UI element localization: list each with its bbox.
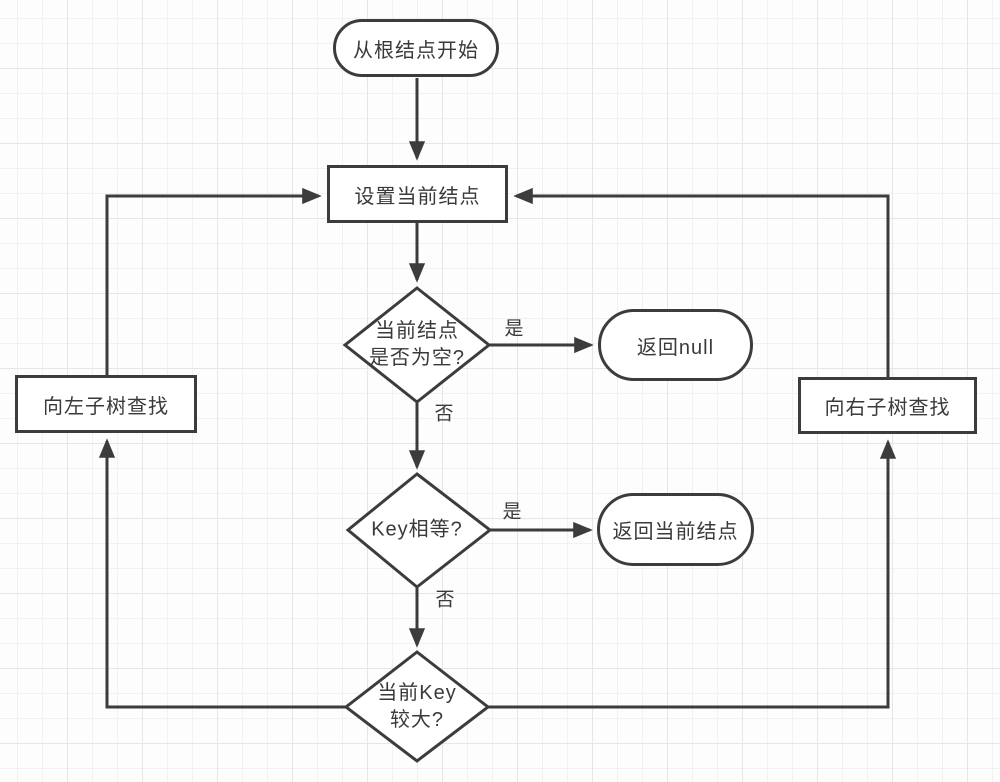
node-key-greater-label-line2: 较大? bbox=[389, 709, 445, 731]
node-key-greater-shape bbox=[343, 650, 491, 763]
edge-label-key-equal-yes: 是 bbox=[502, 501, 522, 523]
node-search-right-label: 向右子树查找 bbox=[824, 397, 951, 419]
node-key-greater-label-line1: 当前Key bbox=[377, 682, 457, 704]
node-key-equal-label: Key相等? bbox=[371, 517, 463, 544]
node-return-current-label: 返回当前结点 bbox=[612, 521, 739, 543]
node-set-current-label: 设置当前结点 bbox=[354, 185, 481, 208]
edge-key-greater-to-search-right bbox=[488, 439, 897, 709]
node-search-left: 向左子树查找 bbox=[15, 375, 197, 433]
node-key-equal-shape bbox=[345, 472, 493, 589]
node-is-empty-label-line1: 当前结点 bbox=[375, 320, 459, 342]
node-set-current: 设置当前结点 bbox=[327, 165, 508, 223]
edge-label-is-empty-no: 否 bbox=[434, 403, 454, 425]
edge-search-right-to-set-current bbox=[513, 187, 890, 377]
edge-label-is-empty-yes: 是 bbox=[504, 318, 524, 340]
node-search-left-label: 向左子树查找 bbox=[43, 395, 169, 418]
node-return-current: 返回当前结点 bbox=[597, 493, 754, 566]
node-return-null: 返回null bbox=[598, 309, 753, 381]
edge-search-left-to-set-current bbox=[105, 187, 322, 375]
edge-label-key-equal-no: 否 bbox=[435, 589, 455, 611]
node-key-equal-label-text: Key相等? bbox=[371, 518, 463, 541]
node-start: 从根结点开始 bbox=[333, 19, 499, 77]
node-start-label: 从根结点开始 bbox=[353, 39, 479, 62]
node-is-empty-label-line2: 是否为空? bbox=[368, 347, 466, 369]
node-key-greater-label: 当前Key 较大? bbox=[377, 680, 456, 734]
edge-key-greater-to-search-left bbox=[98, 438, 346, 709]
node-search-right: 向右子树查找 bbox=[798, 377, 977, 434]
node-is-empty-shape bbox=[342, 286, 492, 404]
node-is-empty-label: 当前结点 是否为空? bbox=[369, 318, 465, 372]
node-return-null-label: 返回null bbox=[636, 336, 715, 359]
